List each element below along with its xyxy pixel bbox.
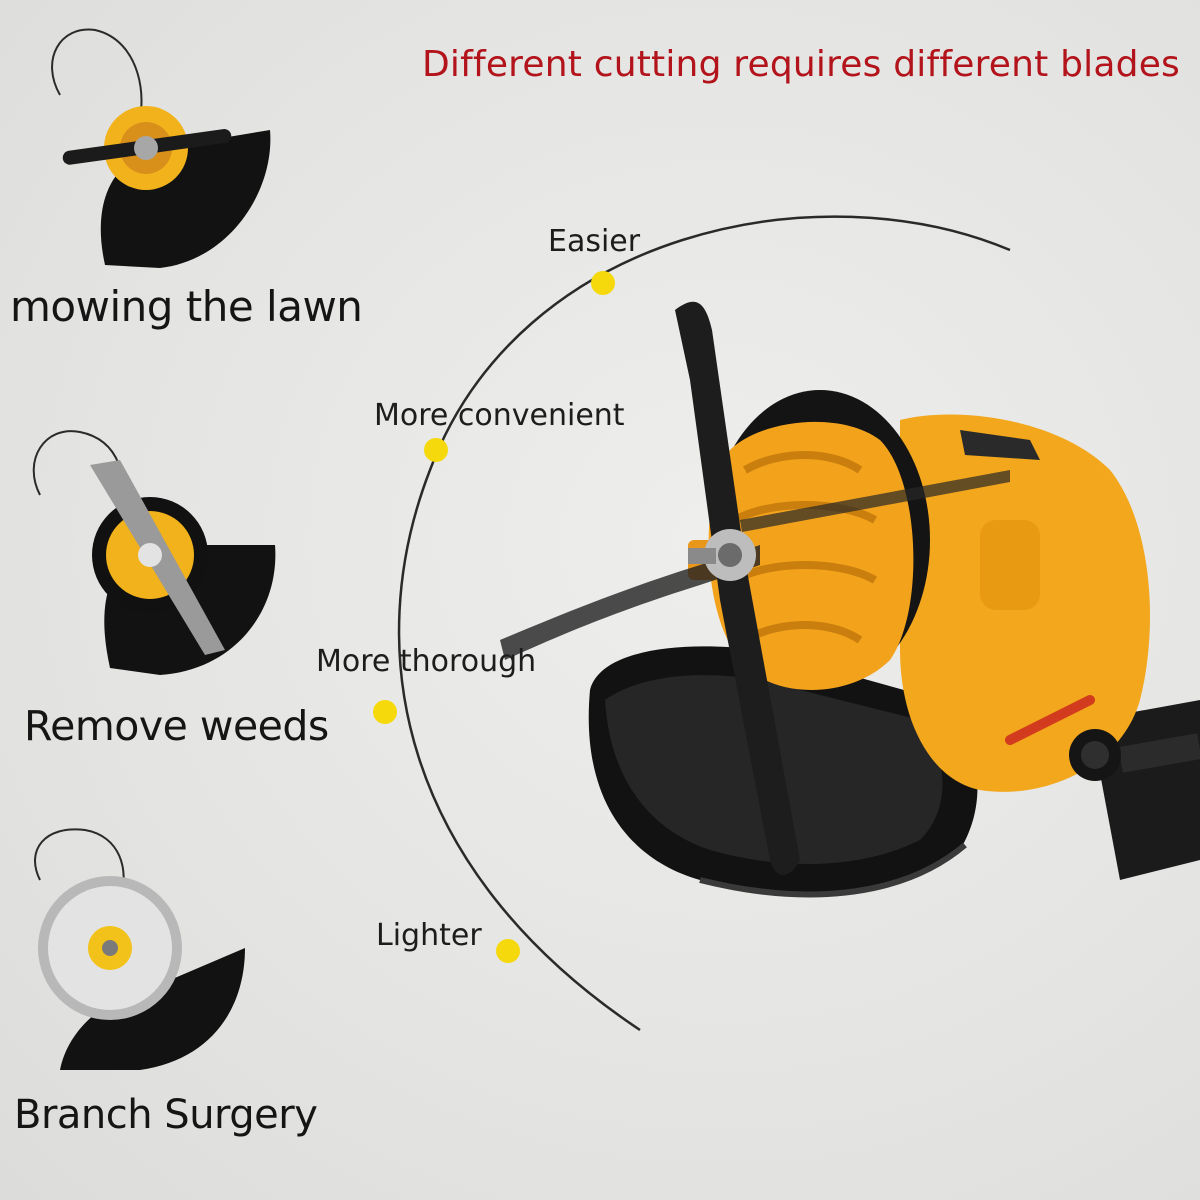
saw-blade-illustration: [34, 828, 245, 1070]
feature-dot: [591, 271, 615, 295]
feature-dot: [424, 438, 448, 462]
feature-convenient: More convenient: [374, 398, 625, 433]
metal-blade-illustration: [32, 430, 276, 675]
feature-easier: Easier: [548, 224, 641, 259]
feature-thorough: More thorough: [316, 644, 537, 679]
trimmer-motor-body: [900, 414, 1150, 792]
nylon-head-illustration: [51, 28, 271, 268]
use-label-mowing: mowing the lawn: [10, 282, 363, 331]
headline: Different cutting requires different bla…: [421, 44, 1180, 85]
use-label-branch: Branch Surgery: [14, 1092, 318, 1138]
feature-arc: [397, 215, 1011, 1032]
feature-dot: [373, 700, 397, 724]
use-label-weeds: Remove weeds: [24, 702, 329, 750]
feature-lighter: Lighter: [376, 918, 482, 953]
trimmer-blade: [500, 301, 1010, 875]
feature-dot: [496, 939, 520, 963]
